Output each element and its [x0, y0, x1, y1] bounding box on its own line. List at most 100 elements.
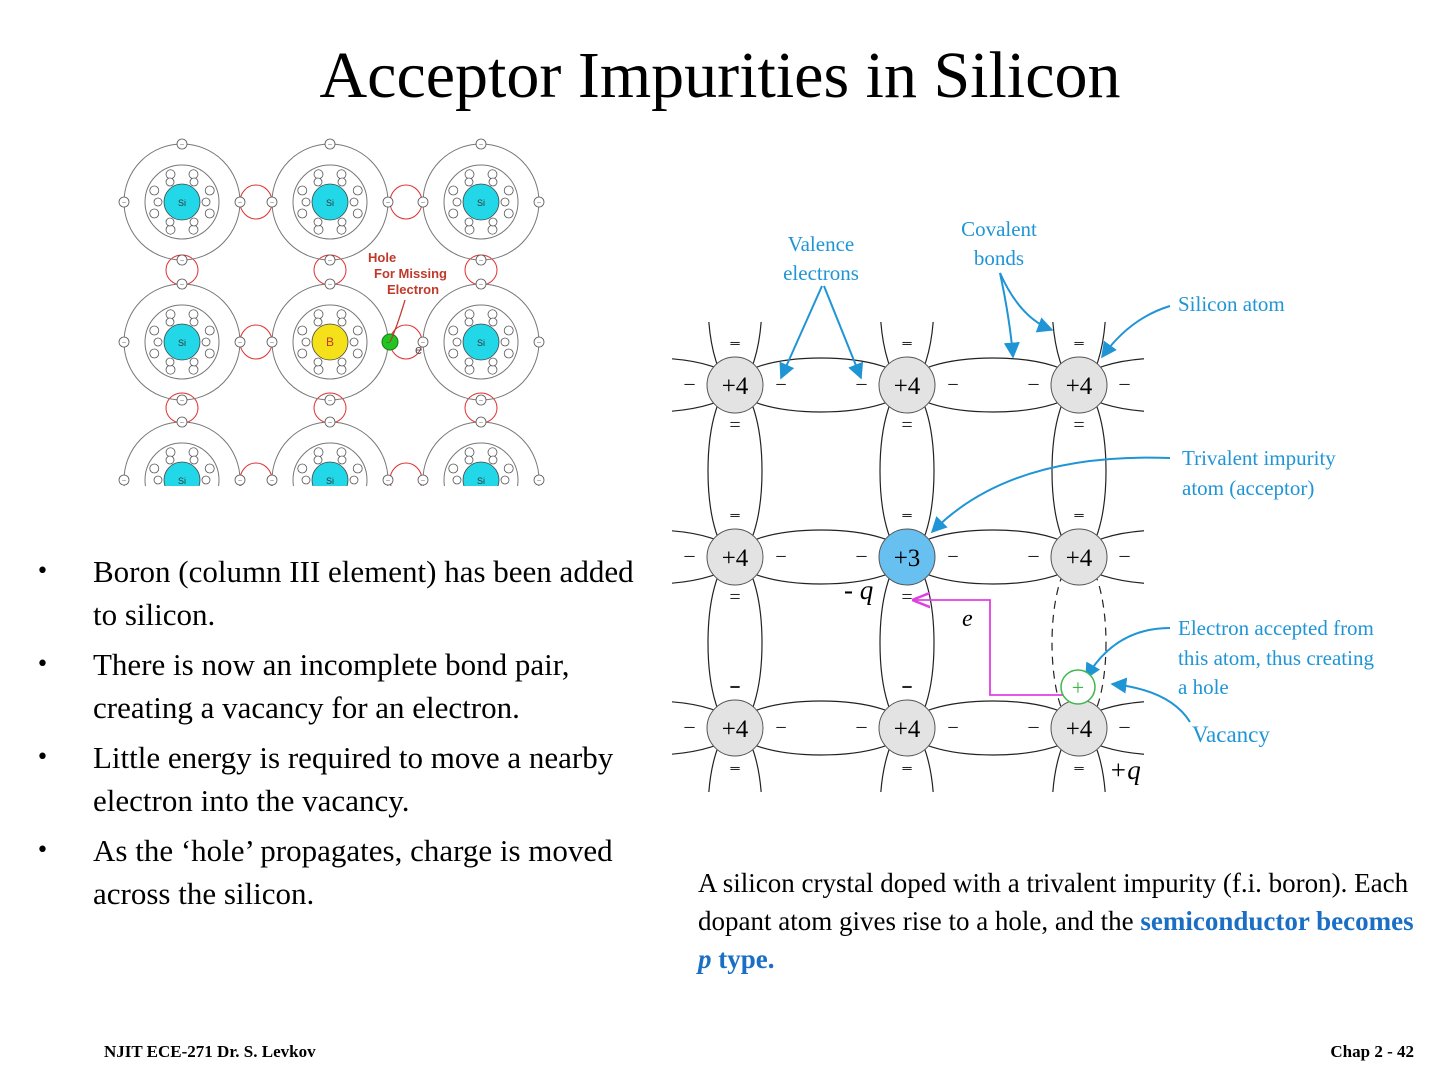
caption-emphasis-p: p — [698, 944, 712, 974]
outer-electron — [234, 196, 246, 208]
inner-electron — [313, 447, 324, 458]
core-electron — [189, 357, 199, 367]
electron-label: e — [415, 342, 422, 357]
electron-sign: − — [328, 140, 333, 149]
bullet-dot: • — [36, 745, 49, 770]
silicon-nucleus — [163, 323, 201, 361]
valence-electron: − — [947, 546, 958, 568]
inner-electron — [188, 364, 199, 375]
valence-electron: − — [1028, 717, 1039, 739]
silicon-symbol: Si — [477, 476, 485, 486]
valence-electron: − — [901, 677, 912, 699]
outer-electron — [176, 394, 188, 406]
valence-electron: − — [775, 717, 786, 739]
valence-electron: − — [1073, 416, 1084, 438]
valence-electron: − — [1073, 412, 1084, 434]
inner-electron — [297, 463, 308, 474]
electron-sign: − — [421, 476, 426, 485]
core-electron — [189, 217, 199, 227]
valence-electron: − — [1073, 332, 1084, 354]
valence-electron: − — [775, 374, 786, 396]
inner-electron — [165, 224, 176, 235]
valence-electron: − — [729, 334, 740, 356]
outer-electron — [324, 416, 336, 428]
core-electron — [488, 357, 498, 367]
core-electron — [301, 337, 311, 347]
valence-electron: − — [855, 546, 866, 568]
valence-electron: − — [1028, 374, 1039, 396]
inner-electron — [503, 208, 514, 219]
valence-electron: − — [901, 504, 912, 526]
core-electron — [165, 317, 175, 327]
bullet-item: •Boron (column III element) has been add… — [36, 550, 636, 636]
outer-electron — [118, 196, 130, 208]
bullet-dot: • — [36, 652, 49, 677]
silicon-nucleus — [462, 461, 500, 486]
hole-label-line-2: For Missing — [374, 266, 447, 281]
silicon-atom — [878, 356, 936, 414]
inner-electron — [149, 463, 160, 474]
electron-sign: − — [421, 338, 426, 347]
outer-electron — [176, 416, 188, 428]
electron-sign: − — [270, 338, 275, 347]
inner-electron — [297, 208, 308, 219]
outer-electron — [118, 336, 130, 348]
core-electron — [452, 475, 462, 485]
outer-electron — [533, 196, 545, 208]
inner-electron — [313, 169, 324, 180]
core-electron — [464, 455, 474, 465]
valence-electron: − — [729, 759, 740, 781]
core-electron — [349, 337, 359, 347]
valence-electron: − — [683, 374, 694, 396]
core-electron — [189, 317, 199, 327]
outer-electron — [382, 474, 394, 486]
inner-electron — [336, 447, 347, 458]
trivalent-label-line-2: atom (acceptor) — [1182, 476, 1314, 500]
inner-electron — [313, 224, 324, 235]
core-electron — [488, 177, 498, 187]
middle-shell — [443, 164, 519, 240]
accepted-label-line-1: Electron accepted from — [1178, 616, 1374, 640]
core-electron — [488, 217, 498, 227]
core-electron — [201, 337, 211, 347]
inner-electron — [165, 169, 176, 180]
covalent-label-line-1: Covalent — [961, 217, 1037, 241]
core-electron — [301, 475, 311, 485]
middle-shell — [292, 164, 368, 240]
inner-electron — [188, 224, 199, 235]
trivalent-label-line-1: Trivalent impurity — [1182, 446, 1336, 470]
outer-electron — [533, 336, 545, 348]
silicon-atom — [1050, 356, 1108, 414]
valence-electron: − — [901, 759, 912, 781]
inner-electron — [487, 224, 498, 235]
core-electron — [464, 177, 474, 187]
core-electron — [201, 197, 211, 207]
valence-electron: − — [1118, 374, 1129, 396]
inner-electron — [487, 169, 498, 180]
silicon-nucleus — [311, 461, 349, 486]
core-electron — [201, 475, 211, 485]
atom-charge-label: +4 — [894, 373, 921, 400]
electron-sign: − — [328, 418, 333, 427]
valence-electron: − — [901, 757, 912, 779]
figure-caption: A silicon crystal doped with a trivalent… — [698, 864, 1418, 978]
covalent-label-line-2: bonds — [974, 246, 1024, 270]
electron-sign: − — [180, 140, 185, 149]
outer-electron — [417, 474, 429, 486]
bullet-list: •Boron (column III element) has been add… — [36, 550, 636, 922]
outer-electron — [475, 416, 487, 428]
valence-electron: − — [775, 546, 786, 568]
valence-electron: − — [729, 677, 740, 699]
hole-transfer-path — [914, 600, 1070, 696]
silicon-atom — [878, 699, 936, 757]
footer-page-number: Chap 2 - 42 — [1330, 1042, 1414, 1061]
electron-sign: − — [328, 280, 333, 289]
boron-nucleus — [311, 323, 349, 361]
electron-sign: − — [537, 198, 542, 207]
inner-electron — [487, 447, 498, 458]
valence-electron: − — [901, 416, 912, 438]
valence-electron: − — [1073, 759, 1084, 781]
core-electron — [464, 317, 474, 327]
core-electron — [189, 177, 199, 187]
inner-electron — [204, 185, 215, 196]
